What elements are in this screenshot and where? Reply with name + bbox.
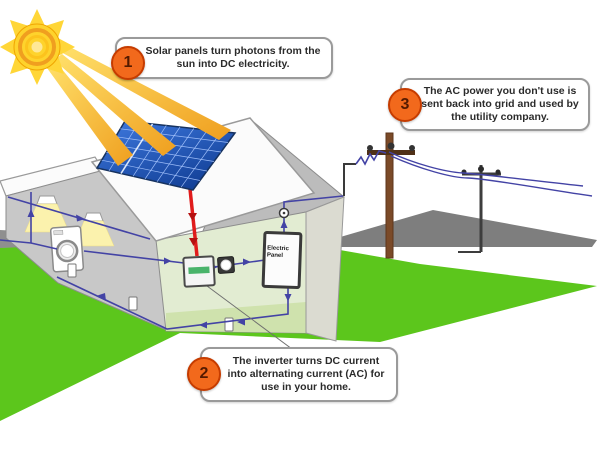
utility-meter-icon [278,207,290,219]
callout-inverter: 2 The inverter turns DC current into alt… [187,347,398,403]
sun-icon [0,9,75,85]
sun-beams-icon [47,46,231,166]
outlet-icon [224,317,234,332]
callout-1-text: Solar panels turn photons from the sun i… [145,45,321,71]
callout-grid-power: 3 The AC power you don't use is sent bac… [388,78,590,132]
step-3-badge: 3 [388,88,422,122]
outlet-icon [128,296,138,311]
step-2-badge: 2 [187,357,221,391]
ac-wiring [0,192,344,330]
power-lines-icon [343,150,593,197]
washing-machine-icon [49,225,85,273]
hill [330,210,597,247]
outlet-icon [67,263,77,278]
electric-panel-label: Electric Panel [266,245,289,259]
callout-3-text: The AC power you don't use is sent back … [421,85,579,124]
callout-2-text: The inverter turns DC current into alter… [227,355,385,394]
solar-panel-icon [95,120,237,191]
callout-2-leader [202,282,293,350]
dc-wire [188,188,199,257]
right-wall [305,196,345,342]
step-1-badge: 1 [111,46,145,80]
callout-solar-panels: 1 Solar panels turn photons from the sun… [111,37,333,80]
dc-meter-icon [217,256,235,274]
inverter-icon [182,255,216,288]
ceiling-lamp-icon [73,212,115,247]
electric-panel-icon [261,230,303,290]
